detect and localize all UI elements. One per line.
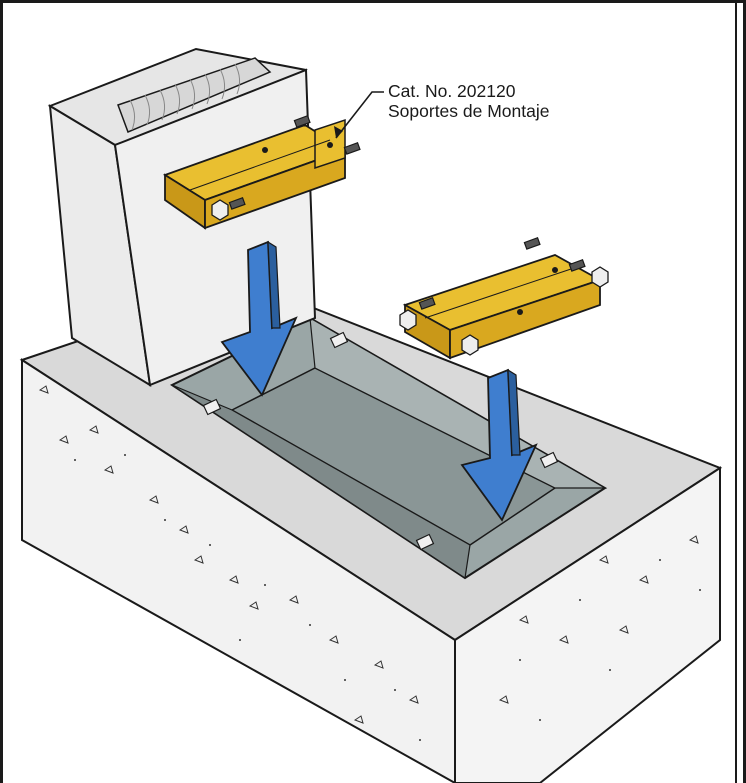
part-callout: Cat. No. 202120 Soportes de Montaje bbox=[388, 81, 550, 121]
mounting-bracket-left bbox=[162, 115, 361, 230]
callout-leader bbox=[335, 91, 384, 139]
screw-stud-icon bbox=[228, 115, 361, 210]
callout-catalog-number: Cat. No. 202120 bbox=[388, 81, 516, 101]
down-arrow-icon bbox=[220, 240, 298, 397]
recess-tabs bbox=[202, 331, 559, 551]
concrete-dots bbox=[74, 454, 701, 741]
screw-stud-icon bbox=[418, 237, 586, 310]
mounting-bracket-right bbox=[399, 237, 609, 360]
concrete-texture bbox=[38, 385, 699, 724]
callout-arrowhead bbox=[334, 126, 343, 138]
hex-bolt-icon bbox=[211, 199, 229, 221]
callout-part-name: Soportes de Montaje bbox=[388, 101, 550, 121]
down-arrow-icon bbox=[460, 368, 538, 522]
page-right-rule bbox=[735, 0, 737, 783]
hex-bolt-icon bbox=[399, 266, 609, 356]
